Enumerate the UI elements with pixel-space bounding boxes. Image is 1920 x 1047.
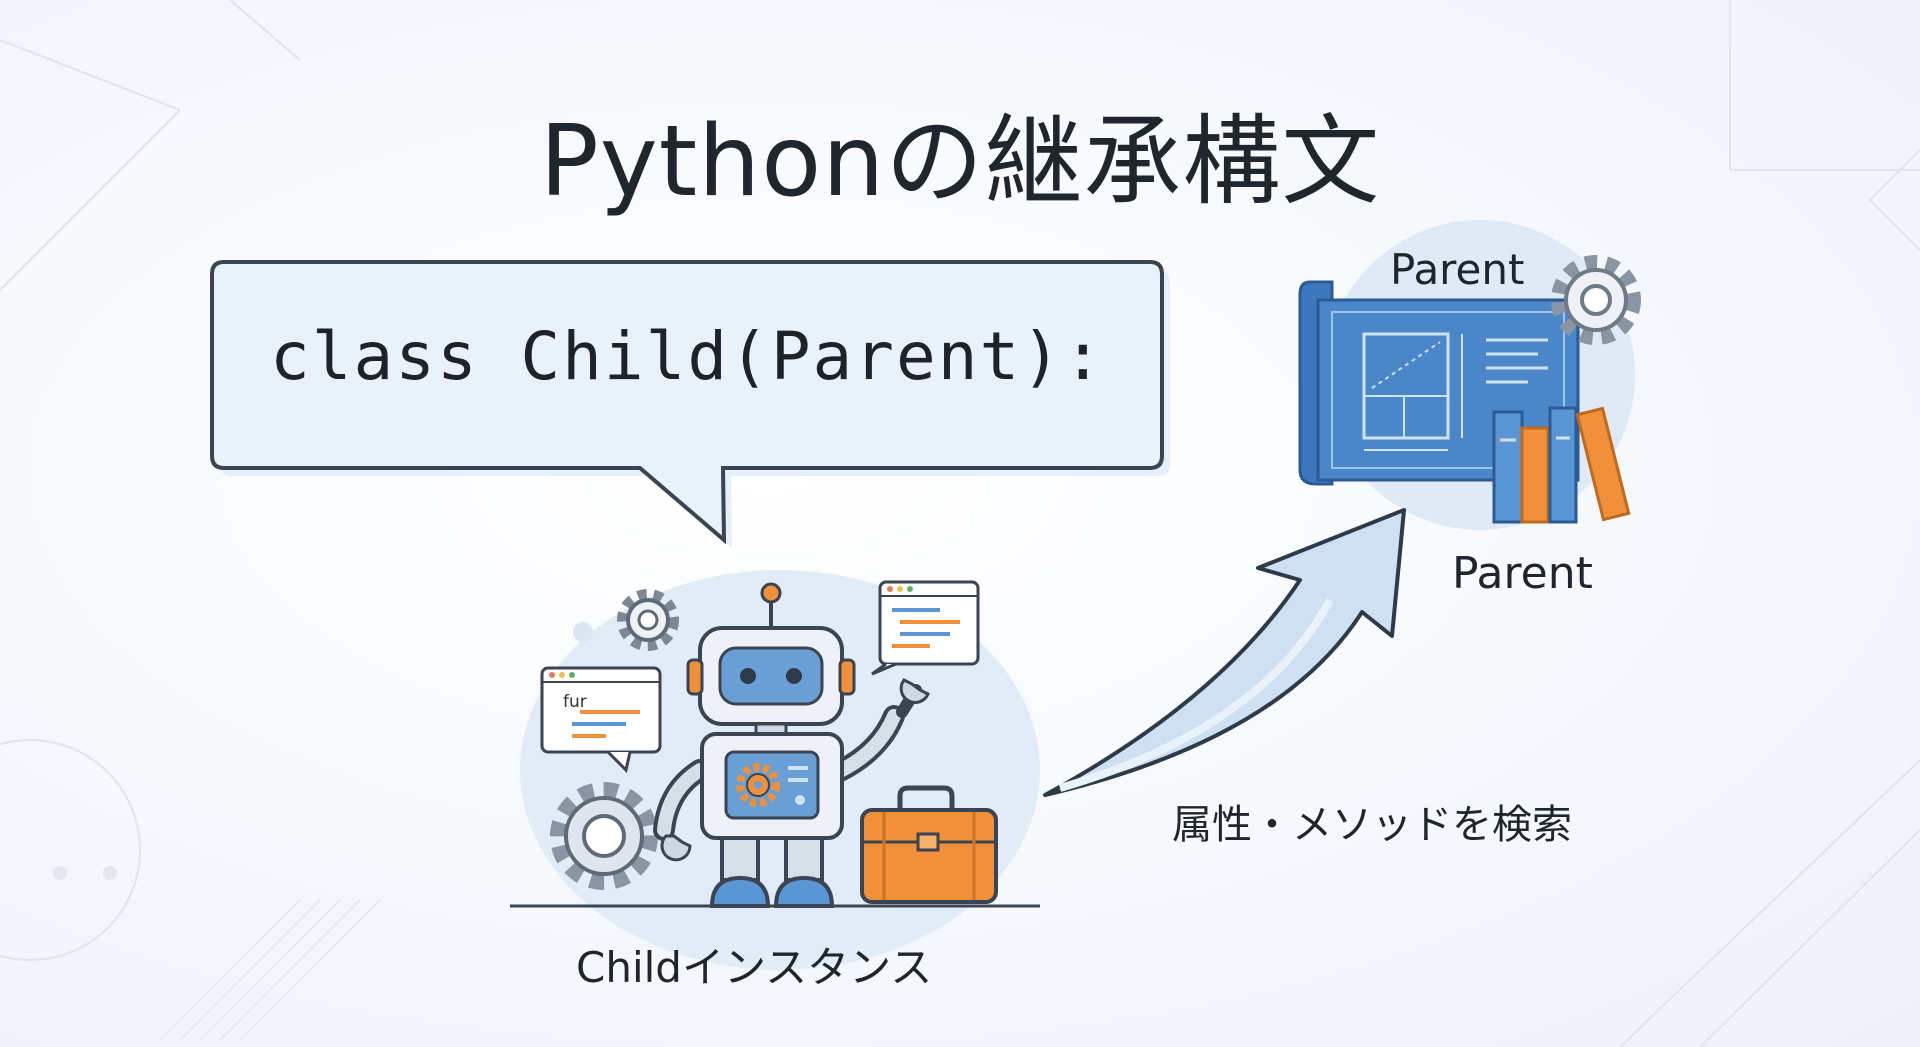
gear-icon	[550, 782, 658, 890]
gear-icon	[1551, 255, 1641, 345]
arrow-label: 属性・メソッドを検索	[1172, 802, 1572, 848]
gear-icon	[617, 589, 679, 651]
blueprint-icon	[1298, 280, 1580, 486]
code-line: class Child(Parent):	[270, 318, 1105, 395]
code-window-icon	[540, 666, 662, 773]
parent-bottom-label: Parent	[1452, 548, 1593, 599]
child-instance-label: Childインスタンス	[576, 943, 933, 992]
wrench-icon	[896, 678, 930, 718]
toolbox-icon	[860, 785, 998, 904]
slide-title: Pythonの継承構文	[539, 105, 1381, 219]
code-window-icon	[871, 580, 980, 676]
books-icon	[1492, 406, 1631, 524]
robot-icon	[653, 582, 905, 908]
wrench-icon	[660, 834, 692, 862]
code-window-snippet: fur	[563, 692, 587, 712]
parent-top-label: Parent	[1390, 245, 1525, 294]
